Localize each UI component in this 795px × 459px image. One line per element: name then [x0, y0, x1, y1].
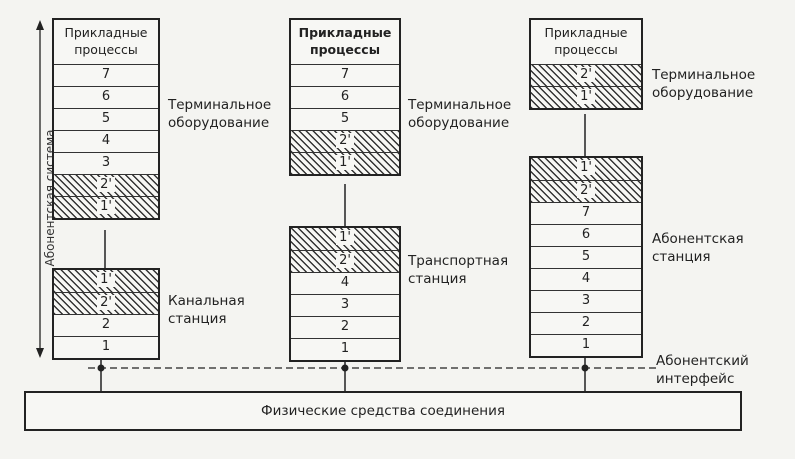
layer-number: 5 [581, 249, 591, 264]
col2-transport-caption: Транспортная станция [408, 253, 509, 287]
col2-terminal-stack: Прикладные процессы 7 6 5 2' 1' [289, 18, 401, 176]
layer-cell: 2' [531, 180, 641, 202]
arrow-up-icon [36, 20, 44, 30]
layer-cell: 1 [531, 334, 641, 356]
layer-cell: 2' [54, 174, 158, 196]
layer-number: 7 [340, 67, 350, 82]
layer-number: 6 [101, 89, 111, 104]
layer-cell: 1 [291, 338, 399, 360]
col2-app-header: Прикладные процессы [298, 25, 392, 57]
col3-terminal-caption: Терминальное оборудование [652, 67, 756, 101]
layer-number: 1' [97, 199, 115, 214]
layer-cell: 2' [54, 292, 158, 314]
layer-number: 3 [581, 293, 591, 308]
layer-cell: 4 [291, 272, 399, 294]
layer-number: 1' [577, 89, 595, 104]
layer-cell: 2' [291, 250, 399, 272]
layer-cell: 3 [291, 294, 399, 316]
layer-number: 6 [581, 227, 591, 242]
layer-number: 1' [577, 160, 595, 175]
layer-cell: 1' [54, 270, 158, 292]
layer-number: 2' [336, 253, 354, 268]
layer-number: 7 [581, 205, 591, 220]
layer-cell: 5 [291, 108, 399, 130]
layer-number: 3 [101, 155, 111, 170]
layer-cell: 2 [291, 316, 399, 338]
layer-number: 2 [340, 319, 350, 334]
layer-number: 1' [97, 272, 115, 287]
col3-subscriber-caption: Абонентская станция [652, 231, 744, 265]
layer-number: 2' [577, 183, 595, 198]
layer-cell: 6 [531, 224, 641, 246]
layer-cell: 1' [531, 158, 641, 180]
layer-cell: 1' [531, 86, 641, 108]
col1-app-header: Прикладные процессы [64, 25, 148, 57]
layer-cell: 7 [531, 202, 641, 224]
layer-number: 5 [101, 111, 111, 126]
arrow-down-icon [36, 348, 44, 358]
col2-terminal-caption: Терминальное оборудование [408, 97, 512, 131]
layer-number: 2' [577, 67, 595, 82]
layer-cell: 1' [54, 196, 158, 218]
layer-number: 2 [101, 317, 111, 332]
layer-cell: 2 [54, 314, 158, 336]
layer-cell: 5 [54, 108, 158, 130]
col3-subscriber-stack: 1' 2' 7 6 5 4 3 2 1 [529, 156, 643, 358]
layer-number: 1 [340, 341, 350, 356]
layer-number: 4 [581, 271, 591, 286]
layer-number: 1' [336, 230, 354, 245]
layer-number: 2' [336, 133, 354, 148]
layer-cell: 6 [54, 86, 158, 108]
col3-terminal-stack: Прикладные процессы 2' 1' [529, 18, 643, 110]
layer-cell: 6 [291, 86, 399, 108]
layer-cell: 7 [54, 64, 158, 86]
junction-dot-1 [97, 364, 105, 372]
layer-cell: 2' [531, 64, 641, 86]
layer-cell: 4 [54, 130, 158, 152]
col1-channel-caption: Канальная станция [168, 293, 245, 327]
layer-number: 6 [340, 89, 350, 104]
col2-transport-stack: 1' 2' 4 3 2 1 [289, 226, 401, 362]
col3-app-header: Прикладные процессы [544, 25, 628, 57]
layer-cell: 3 [531, 290, 641, 312]
physical-media-bar: Физические средства соединения [24, 391, 742, 431]
layer-cell: 3 [54, 152, 158, 174]
junction-dot-3 [581, 364, 589, 372]
layer-number: 2' [97, 295, 115, 310]
subscriber-interface-label: Абонентский интерфейс [656, 353, 749, 387]
layer-number: 2 [581, 315, 591, 330]
layer-number: 4 [340, 275, 350, 290]
layer-cell: 1 [54, 336, 158, 358]
layer-cell: 7 [291, 64, 399, 86]
layer-number: 1 [101, 339, 111, 354]
col1-channel-stack: 1' 2' 2 1 [52, 268, 160, 360]
layer-cell: 5 [531, 246, 641, 268]
layer-cell: 4 [531, 268, 641, 290]
col1-terminal-stack: Прикладные процессы 7 6 5 4 3 2' 1' [52, 18, 160, 220]
layer-number: 1 [581, 337, 591, 352]
layer-cell: 1' [291, 152, 399, 174]
layer-cell: 1' [291, 228, 399, 250]
col1-terminal-caption: Терминальное оборудование [168, 97, 272, 131]
layer-number: 4 [101, 133, 111, 148]
junction-dot-2 [341, 364, 349, 372]
layer-number: 1' [336, 155, 354, 170]
layer-number: 7 [101, 67, 111, 82]
layer-number: 3 [340, 297, 350, 312]
layer-number: 5 [340, 111, 350, 126]
layer-number: 2' [97, 177, 115, 192]
layer-cell: 2' [291, 130, 399, 152]
layer-cell: 2 [531, 312, 641, 334]
